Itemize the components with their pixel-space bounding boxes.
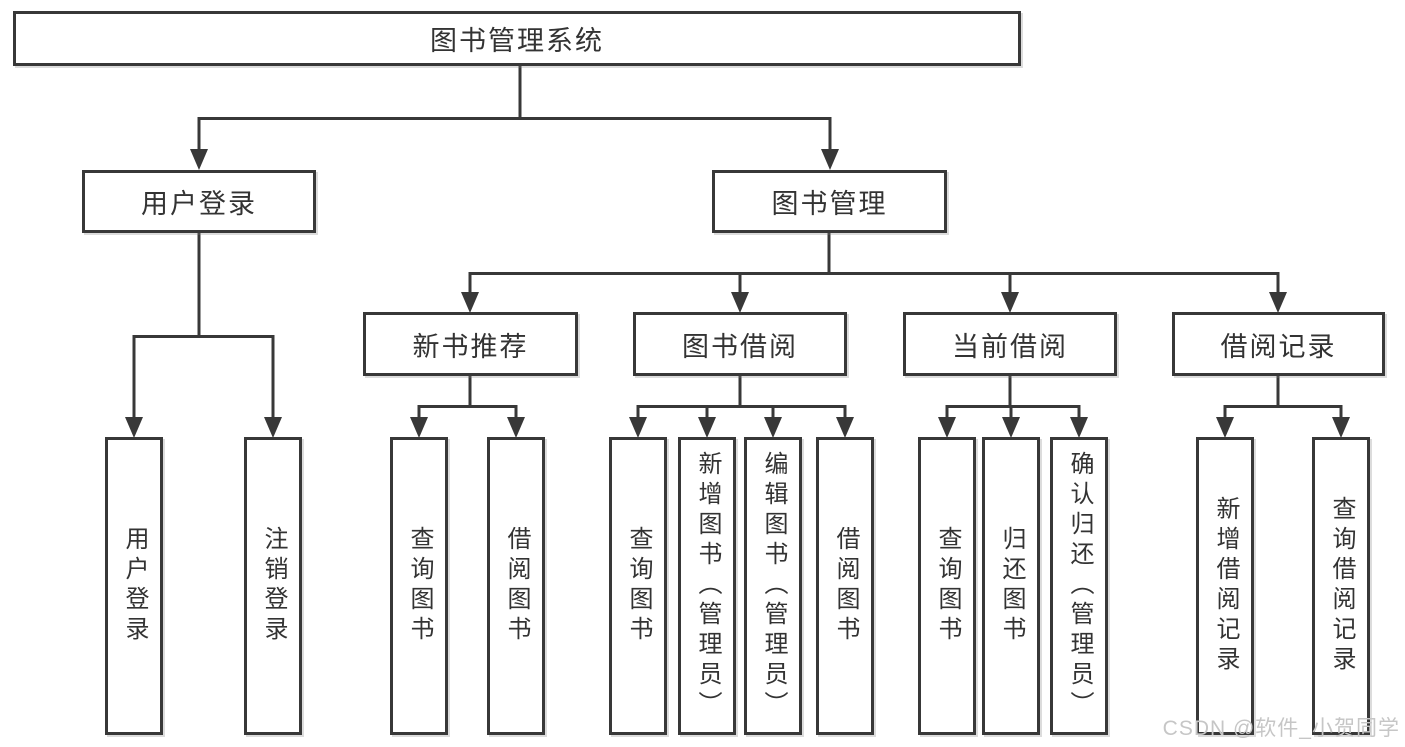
node-current-borrowing-label: 当前借阅 bbox=[952, 331, 1068, 362]
node-book-management-label: 图书管理 bbox=[771, 189, 888, 219]
node-query-books-current: 查询图书 bbox=[918, 437, 976, 735]
node-library-system-label: 图书管理系统 bbox=[430, 26, 604, 56]
node-confirm-return-admin-label: 确认归还（管理员） bbox=[1066, 451, 1093, 721]
node-add-borrow-record-label: 新增借阅记录 bbox=[1212, 496, 1239, 676]
node-borrowing-records: 借阅记录 bbox=[1172, 312, 1385, 376]
node-query-books-borrow: 查询图书 bbox=[609, 437, 667, 735]
node-query-books-recommend-label: 查询图书 bbox=[406, 526, 433, 646]
node-query-books-recommend: 查询图书 bbox=[390, 437, 448, 735]
node-confirm-return-admin: 确认归还（管理员） bbox=[1050, 437, 1108, 735]
node-add-book-admin-label: 新增图书（管理员） bbox=[694, 451, 721, 721]
node-user-login: 用户登录 bbox=[82, 170, 316, 233]
node-borrow-books: 借阅图书 bbox=[816, 437, 874, 735]
node-book-management: 图书管理 bbox=[712, 170, 947, 233]
csdn-watermark: CSDN @软件_小贺同学 bbox=[1162, 717, 1400, 740]
node-borrow-books-recommend-label: 借阅图书 bbox=[503, 526, 530, 646]
node-library-system: 图书管理系统 bbox=[13, 11, 1021, 66]
node-current-borrowing: 当前借阅 bbox=[903, 312, 1117, 376]
node-borrow-books-label: 借阅图书 bbox=[832, 526, 859, 646]
node-user-login-leaf-label: 用户登录 bbox=[121, 526, 148, 646]
node-logout-label: 注销登录 bbox=[260, 526, 287, 646]
node-add-book-admin: 新增图书（管理员） bbox=[678, 437, 736, 735]
node-edit-book-admin-label: 编辑图书（管理员） bbox=[760, 451, 787, 721]
node-borrowing-records-label: 借阅记录 bbox=[1220, 331, 1337, 362]
node-book-borrowing: 图书借阅 bbox=[633, 312, 847, 376]
node-borrow-books-recommend: 借阅图书 bbox=[487, 437, 545, 735]
node-return-books: 归还图书 bbox=[982, 437, 1040, 735]
node-query-books-borrow-label: 查询图书 bbox=[625, 526, 652, 646]
node-add-borrow-record: 新增借阅记录 bbox=[1196, 437, 1254, 735]
node-return-books-label: 归还图书 bbox=[998, 526, 1025, 646]
node-book-borrowing-label: 图书借阅 bbox=[682, 331, 798, 362]
node-logout: 注销登录 bbox=[244, 437, 302, 735]
node-new-book-recommend: 新书推荐 bbox=[363, 312, 578, 376]
node-new-book-recommend-label: 新书推荐 bbox=[412, 331, 529, 362]
node-user-login-label: 用户登录 bbox=[141, 189, 257, 219]
node-query-borrow-record-label: 查询借阅记录 bbox=[1328, 496, 1355, 676]
node-edit-book-admin: 编辑图书（管理员） bbox=[744, 437, 802, 735]
node-query-borrow-record: 查询借阅记录 bbox=[1312, 437, 1370, 735]
node-user-login-leaf: 用户登录 bbox=[105, 437, 163, 735]
node-query-books-current-label: 查询图书 bbox=[934, 526, 961, 646]
